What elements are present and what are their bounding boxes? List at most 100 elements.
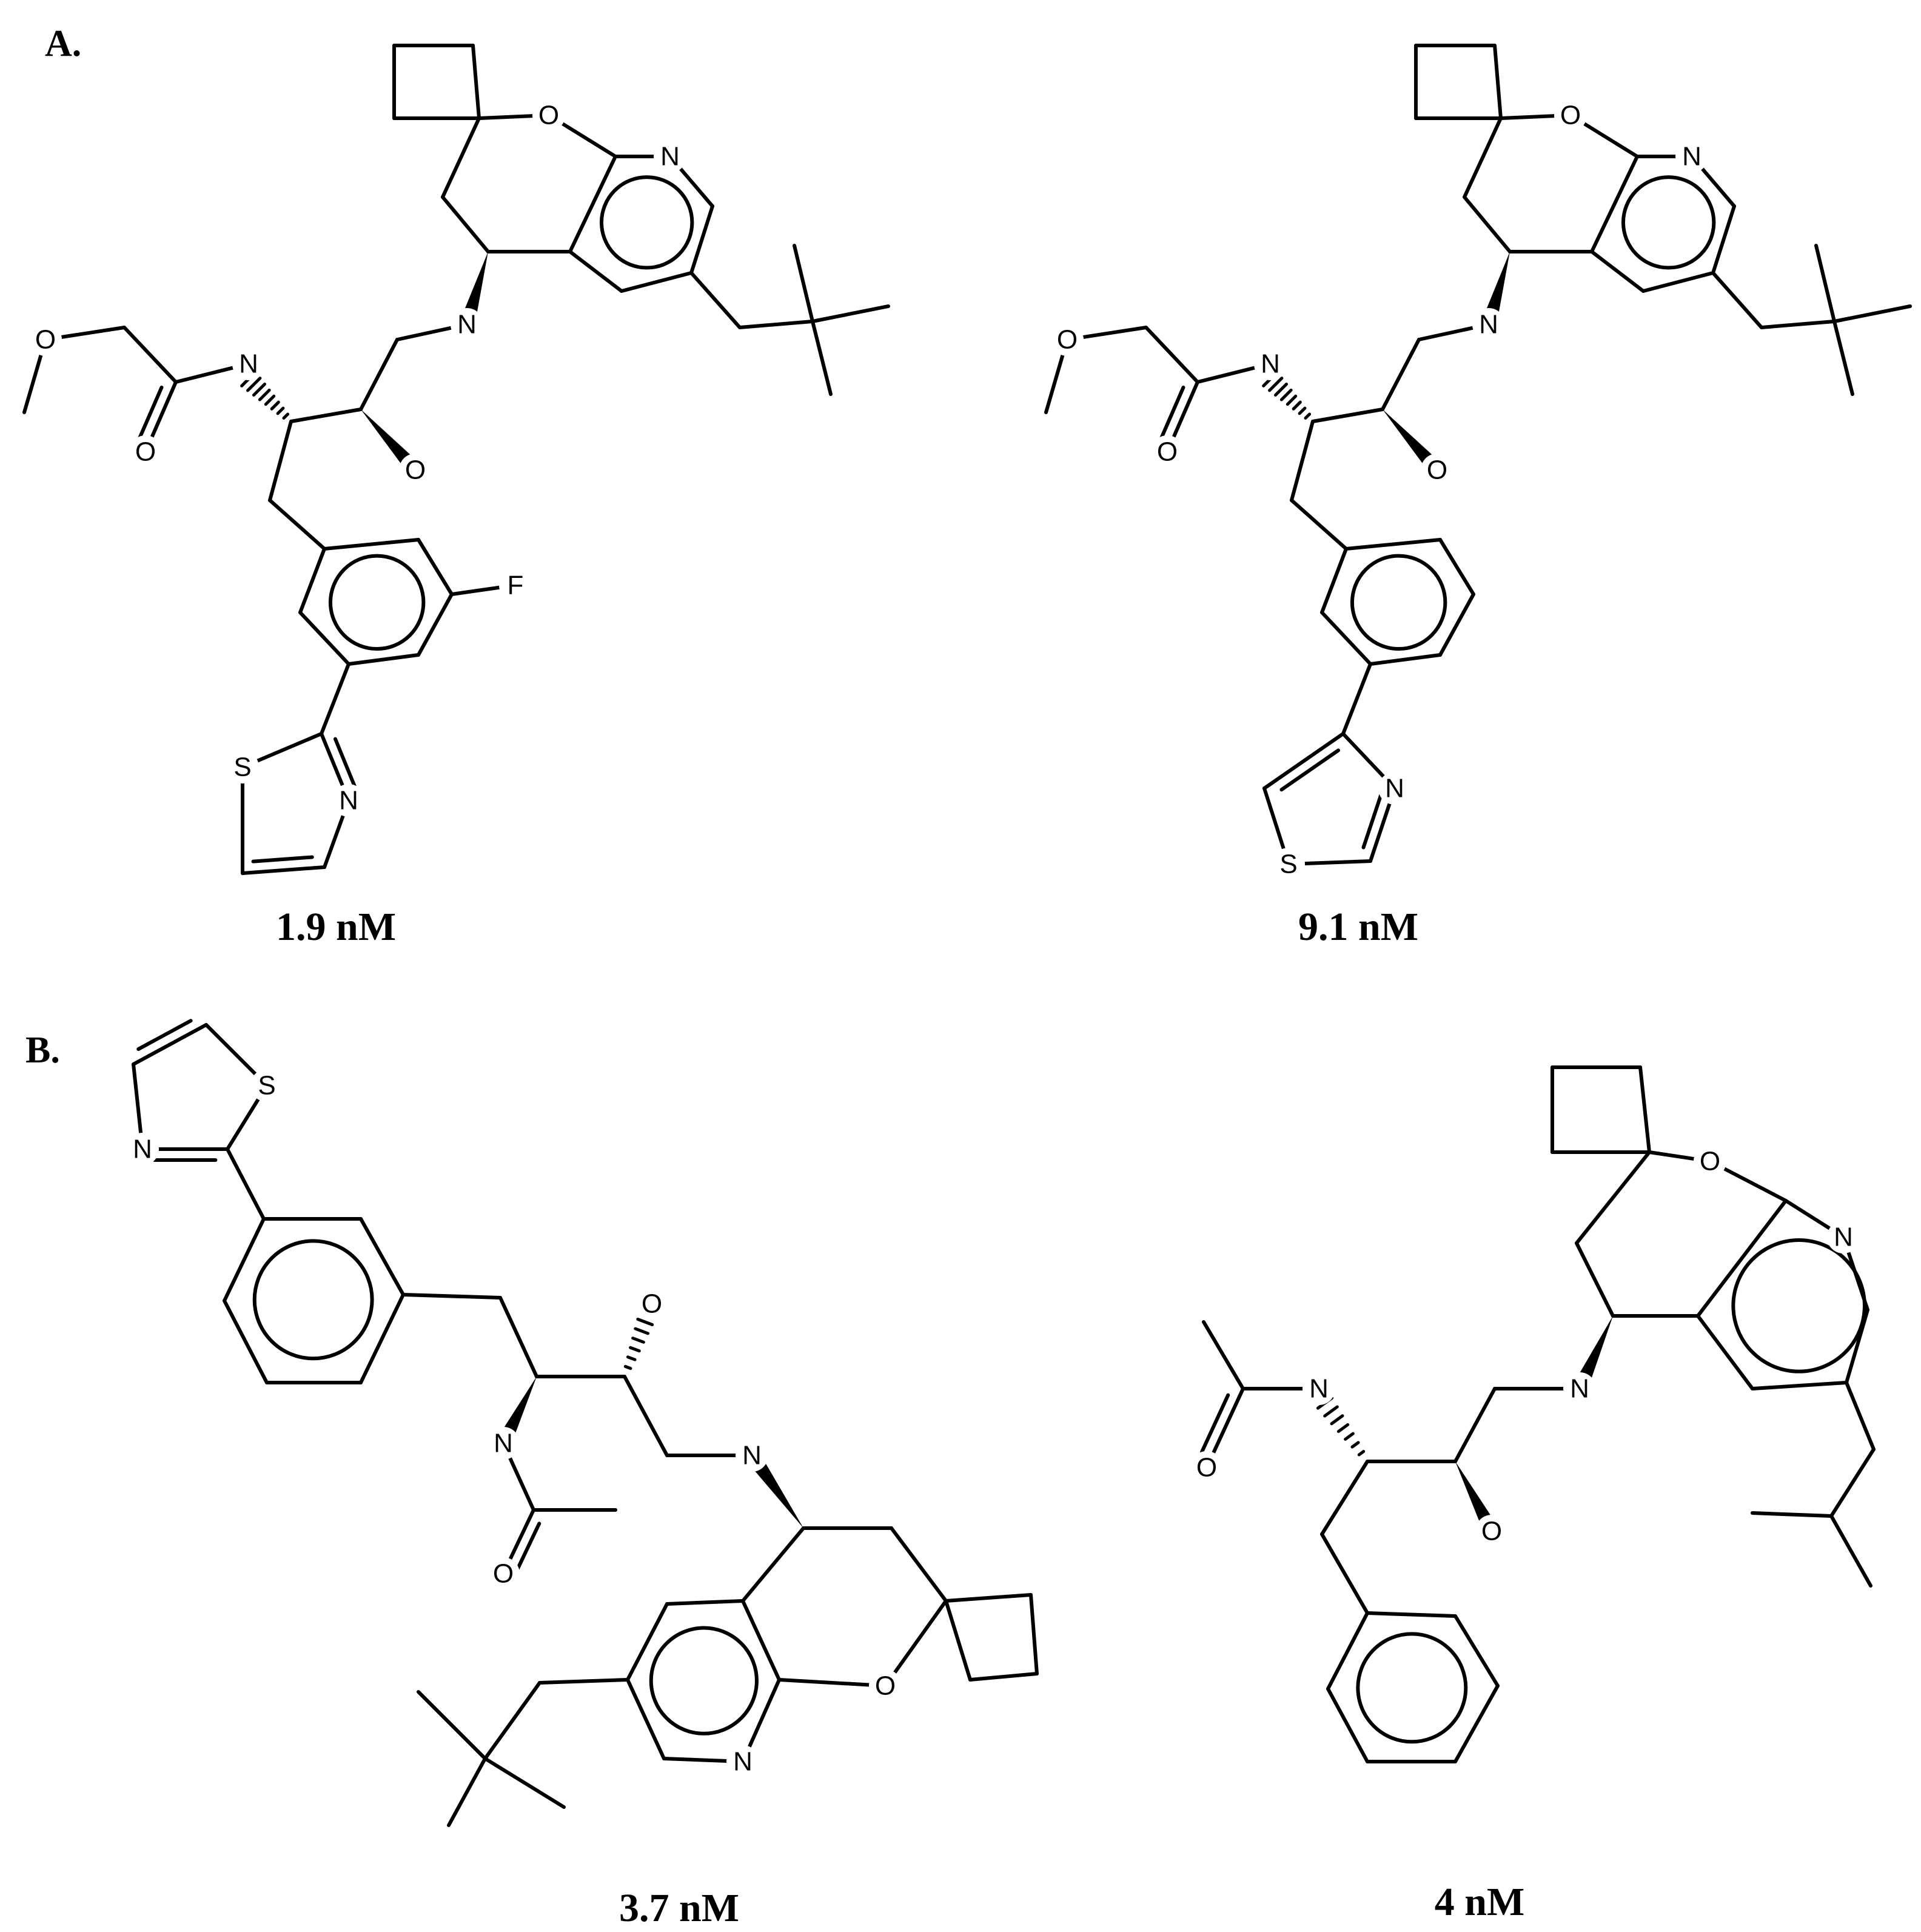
bond — [1711, 271, 1763, 329]
double-bond — [333, 737, 357, 789]
hash-bond-stripe — [1298, 406, 1307, 415]
bond — [1575, 1150, 1651, 1245]
bond — [1696, 1314, 1754, 1390]
atom-label: S — [1279, 850, 1297, 879]
bond — [268, 420, 293, 502]
bond — [1814, 244, 1836, 323]
bond — [741, 1526, 805, 1603]
bond — [1029, 1593, 1039, 1675]
bond — [1463, 116, 1503, 199]
bond — [320, 662, 350, 736]
atom-label: S — [258, 1071, 275, 1101]
atom-label: N — [239, 349, 258, 379]
bond — [1638, 1065, 1651, 1154]
bond — [1453, 1614, 1500, 1688]
bond — [1575, 1241, 1615, 1318]
ic50-value-1: 1.9 nM — [276, 905, 396, 949]
wedge-bond — [745, 1451, 803, 1528]
atom-label: N — [457, 310, 477, 340]
double-bond — [515, 1521, 541, 1572]
bond — [1845, 1381, 1876, 1451]
atom-label-background — [1421, 454, 1453, 486]
atom-label-background — [226, 751, 259, 783]
atom-label: O — [1157, 437, 1178, 467]
atom-label: O — [1700, 1147, 1720, 1176]
hash-bond-stripe — [1323, 1405, 1339, 1418]
bond — [1262, 732, 1345, 790]
atom-label: O — [405, 455, 426, 485]
atom-label-background — [332, 784, 365, 817]
bond — [811, 304, 890, 323]
bond — [1344, 538, 1442, 551]
hash-bond-stripe — [631, 1337, 645, 1344]
atom-label: O — [538, 101, 559, 130]
bond — [483, 1757, 566, 1809]
hash-bond-stripe — [264, 394, 276, 406]
bond — [1832, 320, 1854, 396]
bond — [620, 271, 693, 293]
hash-bond-stripe — [629, 1346, 641, 1353]
atom-label: N — [1682, 142, 1701, 172]
atom-label-background — [726, 1745, 759, 1778]
hash-bond-stripe — [282, 412, 290, 420]
ic50-value-3: 3.7 nM — [619, 1886, 739, 1930]
bond — [226, 1147, 266, 1221]
atom-label: N — [742, 1441, 762, 1471]
aromatic-ring — [1350, 554, 1447, 651]
atom-label: N — [494, 1429, 513, 1458]
double-bond — [136, 1019, 193, 1052]
bond — [1369, 653, 1442, 666]
hash-bond-stripe — [1292, 400, 1302, 411]
atom-label: F — [508, 571, 524, 600]
bond — [298, 547, 326, 614]
bond — [1326, 1611, 1369, 1691]
atom-label-background — [399, 454, 432, 486]
atom-label-background — [1302, 1372, 1335, 1405]
double-bond — [138, 385, 164, 440]
atom-label-background — [250, 1069, 283, 1102]
bond — [1320, 547, 1348, 614]
bond — [1438, 592, 1475, 657]
atom-label-background — [736, 1439, 768, 1472]
bond — [122, 326, 178, 384]
atom-label: O — [493, 1559, 514, 1589]
bond — [1326, 1687, 1369, 1763]
bond — [1463, 195, 1512, 253]
hash-bond-stripe — [1273, 382, 1289, 397]
bond — [568, 155, 617, 253]
bond — [665, 1599, 745, 1606]
hash-bond-stripe — [258, 388, 271, 401]
bond — [1202, 1320, 1245, 1390]
bond — [1366, 1611, 1457, 1618]
bond — [417, 1690, 487, 1760]
atom-label: N — [733, 1747, 753, 1777]
bond — [359, 1217, 405, 1296]
atom-label: N — [1385, 774, 1404, 803]
panel-label-b: B. — [25, 1030, 60, 1071]
hash-bond-stripe — [1344, 1432, 1355, 1441]
atom-label-background — [487, 1557, 520, 1590]
bond — [241, 865, 326, 875]
bond — [1711, 204, 1736, 275]
atom-label-background — [499, 569, 532, 602]
atom-label-background — [451, 308, 483, 341]
aromatic-ring — [649, 1626, 759, 1736]
atom-label-background — [1694, 1145, 1726, 1178]
hash-bond-stripe — [1268, 377, 1284, 392]
wedge-bond — [459, 252, 488, 327]
aromatic-ring — [1621, 175, 1716, 270]
aromatic-ring — [328, 554, 426, 651]
hash-bond-stripe — [626, 1355, 637, 1361]
bond — [289, 408, 363, 423]
bond — [777, 1678, 887, 1688]
bond — [441, 195, 490, 253]
hash-bond-stripe — [623, 1364, 632, 1370]
bond — [1493, 44, 1503, 120]
ic50-value-4: 4 nM — [1435, 1880, 1525, 1924]
atom-label: O — [135, 437, 156, 467]
atom-label: N — [1479, 310, 1498, 340]
